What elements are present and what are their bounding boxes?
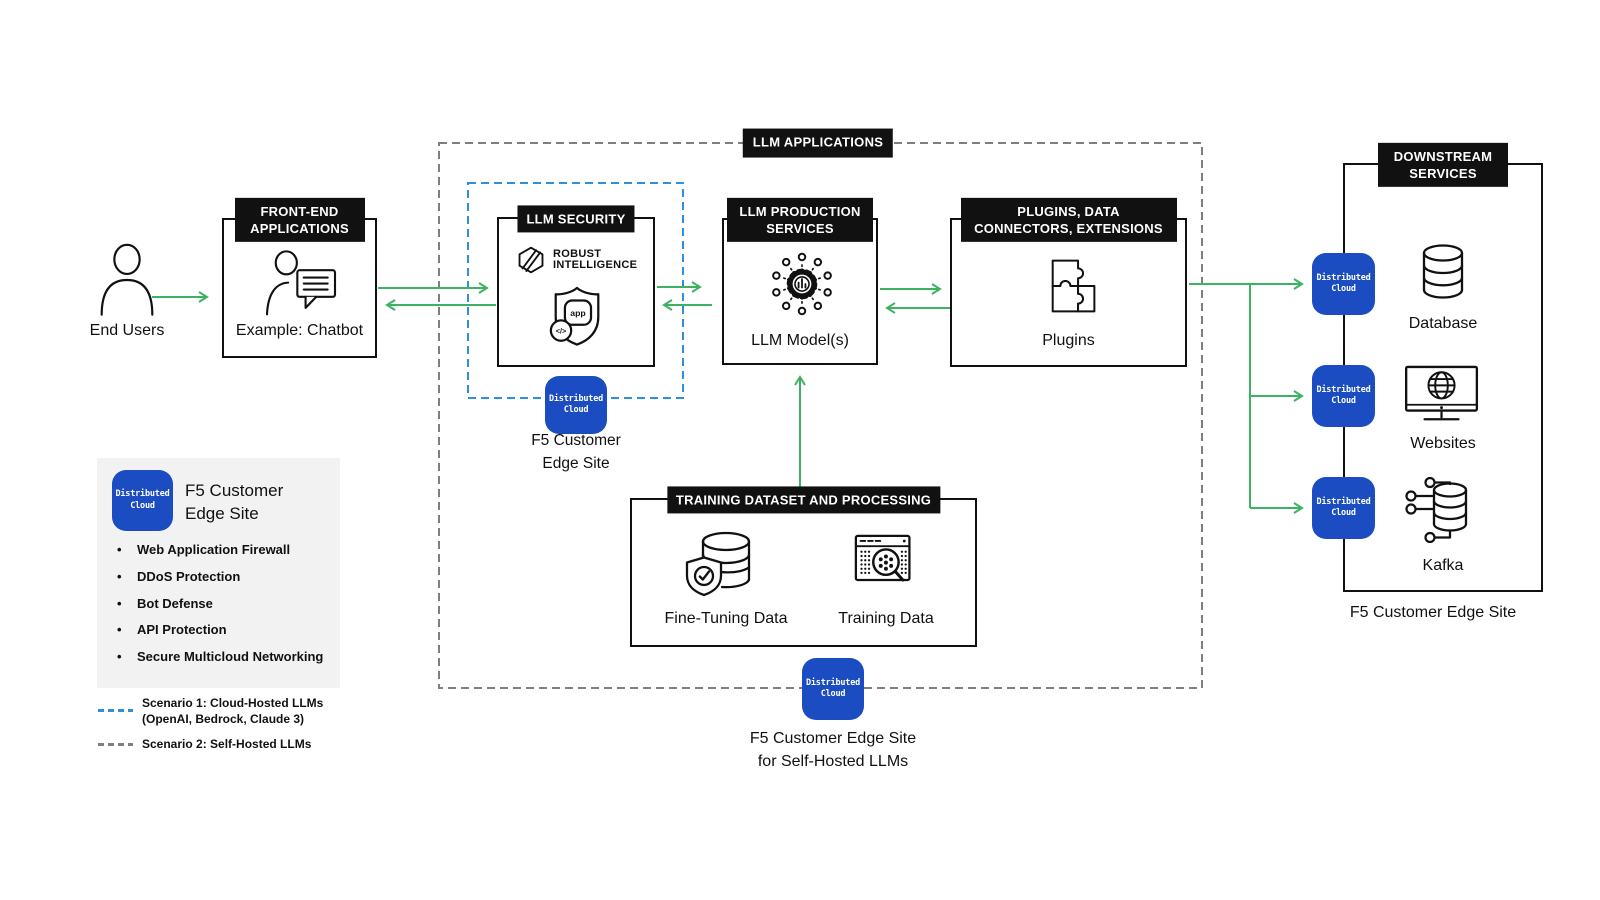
legend-item-ddos: DDoS Protection <box>115 569 357 584</box>
training-data-icon <box>854 534 911 582</box>
database-label: Database <box>1408 315 1478 332</box>
websites-icon <box>1404 365 1479 421</box>
fine-tuning-data-label: Fine-Tuning Data <box>664 610 788 627</box>
llm-production-header: LLM PRODUCTION SERVICES <box>727 197 873 243</box>
scenario1-label: Scenario 1: Cloud-Hosted LLMs (OpenAI, B… <box>142 696 324 726</box>
legend-title: F5 Customer Edge Site <box>185 481 284 523</box>
robust-intelligence-wordmark: ROBUST INTELLIGENCE <box>553 247 638 271</box>
legend-item-mcn: Secure Multicloud Networking <box>115 649 357 664</box>
end-users-label: End Users <box>89 322 165 339</box>
downstream-header: DOWNSTREAM SERVICES <box>1378 142 1508 188</box>
plugins-label: Plugins <box>1042 332 1095 349</box>
kafka-icon <box>1405 477 1468 543</box>
training-data-label: Training Data <box>838 610 934 627</box>
kafka-label: Kafka <box>1422 557 1464 574</box>
svg-text:app: app <box>570 308 585 318</box>
llm-model-icon <box>772 252 832 316</box>
websites-label: Websites <box>1410 435 1476 452</box>
plugins-header: PLUGINS, DATA CONNECTORS, EXTENSIONS <box>960 197 1177 243</box>
llm-applications-label: LLM APPLICATIONS <box>742 128 894 158</box>
downstream-footer-label: F5 Customer Edge Site <box>1349 604 1517 621</box>
robust-intelligence-icon <box>518 246 544 274</box>
edge-site-security-label: F5 Customer Edge Site <box>531 432 621 472</box>
front-end-header: FRONT-END APPLICATIONS <box>234 197 365 243</box>
puzzle-icon <box>1051 259 1096 313</box>
app-shield-icon: app </> <box>549 286 600 346</box>
chatbot-icon <box>265 250 337 316</box>
legend-item-waf: Web Application Firewall <box>115 542 357 557</box>
legend-item-bot: Bot Defense <box>115 596 357 611</box>
front-end-label: Example: Chatbot <box>235 322 364 339</box>
plugins-box: PLUGINS, DATA CONNECTORS, EXTENSIONS Plu… <box>950 197 1187 367</box>
end-user-icon <box>100 243 154 316</box>
training-header: TRAINING DATASET AND PROCESSING <box>666 486 941 514</box>
llm-security-header: LLM SECURITY <box>517 205 635 233</box>
llm-production-box: LLM PRODUCTION SERVICES LLM Model <box>722 197 878 365</box>
edge-site-bottom-label: F5 Customer Edge Site for Self-Hosted LL… <box>749 730 917 770</box>
scenario2-dash-swatch <box>98 743 133 746</box>
svg-text:</>: </> <box>556 326 566 335</box>
front-end-box: FRONT-END APPLICATIONS Example: Chatbot <box>222 197 377 358</box>
llm-production-label: LLM Model(s) <box>751 332 849 349</box>
downstream-box: DOWNSTREAM SERVICES Database Websites <box>1343 142 1543 592</box>
flow-arrows <box>152 278 1304 514</box>
legend-item-api: API Protection <box>115 622 357 637</box>
llm-security-box: LLM SECURITY ROBUST INTELLIGENCE app </> <box>497 205 655 367</box>
fine-tuning-data-icon <box>685 531 751 597</box>
training-box: TRAINING DATASET AND PROCESSING Fine-Tun… <box>630 486 977 647</box>
scenario1-dash-swatch <box>98 709 133 712</box>
database-icon <box>1422 244 1464 299</box>
scenario2-label: Scenario 2: Self-Hosted LLMs <box>142 737 312 751</box>
